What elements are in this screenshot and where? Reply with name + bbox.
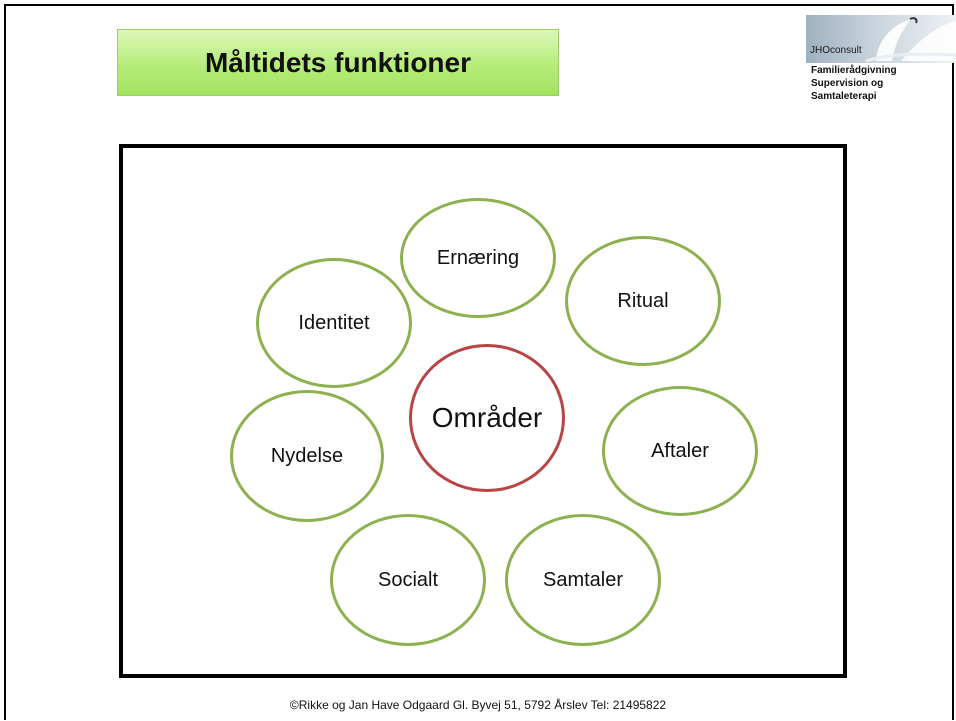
slide-frame (4, 4, 954, 720)
diagram-frame: Ernæring Ritual Aftaler Samtaler Socialt… (119, 144, 847, 678)
node-identitet: Identitet (256, 258, 412, 388)
node-label: Identitet (298, 311, 370, 334)
node-ritual: Ritual (565, 236, 721, 366)
title-banner: Måltidets funktioner (117, 29, 559, 96)
logo-line-1: Familierådgivning (811, 65, 897, 76)
logo-line-2: Supervision og (811, 78, 884, 89)
logo-brand: JHOconsult (810, 45, 862, 56)
page-title: Måltidets funktioner (204, 46, 471, 78)
center-label: Områder (431, 402, 543, 433)
swan-logo-image: JHOconsult (806, 15, 956, 63)
company-logo: JHOconsult Familierådgivning Supervision… (806, 15, 956, 125)
footer-copyright: ©Rikke og Jan Have Odgaard Gl. Byvej 51,… (289, 698, 667, 712)
logo-line-3: Samtaleterapi (811, 91, 877, 102)
node-label: Ernæring (436, 246, 520, 269)
node-aftaler: Aftaler (602, 386, 758, 516)
node-socialt: Socialt (330, 514, 486, 646)
node-label: Socialt (377, 568, 439, 591)
node-label: Aftaler (651, 439, 709, 462)
node-ernaering: Ernæring (400, 198, 556, 318)
node-center: Områder (409, 344, 565, 492)
swan-icon (865, 17, 956, 63)
node-label: Nydelse (270, 444, 344, 467)
node-label: Samtaler (542, 568, 624, 591)
node-samtaler: Samtaler (505, 514, 661, 646)
node-label: Ritual (617, 289, 669, 312)
node-nydelse: Nydelse (230, 390, 384, 522)
